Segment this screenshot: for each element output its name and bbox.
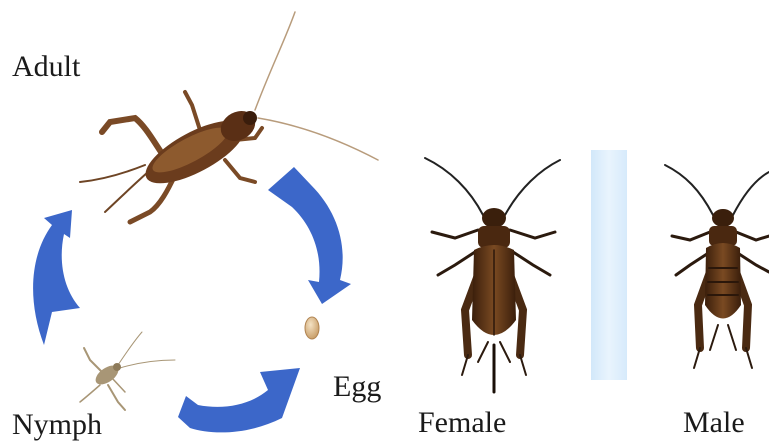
egg-icon (305, 317, 319, 339)
stage-label-egg: Egg (333, 372, 381, 402)
sex-label-female: Female (418, 408, 506, 438)
female-cricket-icon (425, 158, 560, 392)
stage-label-adult: Adult (12, 52, 80, 82)
adult-cricket-icon (80, 12, 378, 222)
arrow-nymph-to-adult (33, 210, 80, 345)
stage-label-nymph: Nymph (12, 410, 102, 440)
arrow-egg-to-nymph (178, 368, 300, 432)
arrow-adult-to-egg (268, 167, 351, 304)
divider-bar (591, 150, 627, 380)
male-cricket-icon (665, 165, 769, 368)
nymph-cricket-icon (80, 332, 175, 410)
sex-label-male: Male (683, 408, 745, 438)
cycle-arrows (33, 167, 351, 432)
